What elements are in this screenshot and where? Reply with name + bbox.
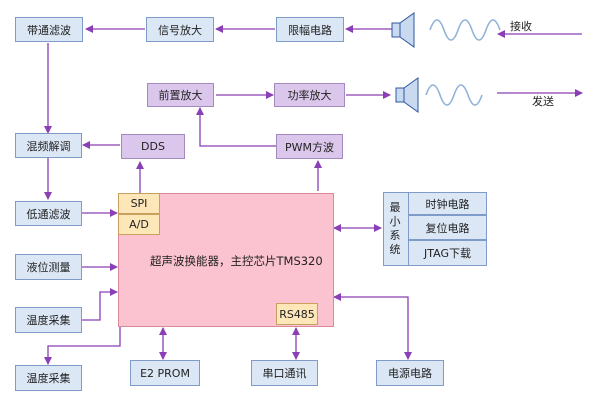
- preamp-box: 前置放大: [147, 83, 214, 107]
- mcu-title: 超声波换能器，主控芯片TMS320: [150, 254, 323, 268]
- limiter-circuit-box: 限幅电路: [276, 17, 344, 42]
- ad-port: A/D: [118, 214, 160, 235]
- rs485-label: RS485: [279, 307, 315, 321]
- bandpass-filter-label: 带通滤波: [27, 23, 71, 37]
- send-label: 发送: [532, 95, 554, 108]
- limiter-circuit-label: 限幅电路: [288, 23, 332, 37]
- serial-comm-label: 串口通讯: [262, 367, 307, 380]
- reset-circuit-box: 复位电路: [408, 215, 487, 240]
- rs485-port: RS485: [276, 303, 318, 325]
- clock-circuit-box: 时钟电路: [408, 192, 487, 215]
- arrow-mcu-to-temp-b: [44, 323, 121, 365]
- lowpass-filter-label: 低通滤波: [26, 207, 71, 221]
- spi-label: SPI: [130, 197, 148, 210]
- signal-amplifier-label: 信号放大: [158, 23, 202, 37]
- temp-collect-label-2: 温度采集: [26, 372, 71, 385]
- pwm-box: PWM方波: [276, 134, 343, 159]
- power-circuit-label: 电源电路: [388, 367, 432, 380]
- receive-speaker-icon: [391, 12, 415, 48]
- min-system-label: 最小系统: [389, 201, 401, 256]
- spi-port: SPI: [118, 193, 160, 214]
- jtag-download-label: JTAG下载: [424, 247, 471, 260]
- temp-collect-label: 温度采集: [26, 314, 71, 327]
- receive-label: 接收: [510, 20, 532, 33]
- pwm-label: PWM方波: [284, 140, 334, 154]
- dds-box: DDS: [121, 134, 185, 159]
- bandpass-filter-box: 带通滤波: [15, 17, 83, 42]
- arrow-mcu-power: [333, 293, 412, 360]
- mixer-demod-label: 混频解调: [26, 139, 71, 153]
- receive-wave-icon: [429, 19, 501, 41]
- dds-label: DDS: [141, 140, 165, 153]
- power-circuit-box: 电源电路: [376, 360, 444, 386]
- jtag-download-box: JTAG下载: [408, 240, 487, 266]
- transmit-wave-icon: [425, 84, 483, 106]
- e2prom-label: E2 PROM: [140, 366, 190, 380]
- level-measure-box: 液位测量: [15, 254, 82, 280]
- preamp-label: 前置放大: [158, 89, 203, 102]
- power-amp-label: 功率放大: [287, 89, 332, 102]
- level-measure-label: 液位测量: [26, 261, 71, 274]
- temp-collect-box-2: 温度采集: [15, 365, 82, 391]
- serial-comm-box: 串口通讯: [251, 360, 318, 386]
- power-amp-box: 功率放大: [274, 83, 345, 107]
- transmit-speaker-icon: [395, 77, 419, 113]
- lowpass-filter-box: 低通滤波: [15, 201, 82, 226]
- clock-circuit-label: 时钟电路: [425, 197, 470, 211]
- mixer-demod-box: 混频解调: [15, 133, 82, 158]
- reset-circuit-label: 复位电路: [425, 221, 470, 235]
- temp-collect-box: 温度采集: [15, 307, 82, 333]
- ad-label: A/D: [129, 218, 149, 231]
- signal-amplifier-box: 信号放大: [146, 17, 214, 42]
- arrow-temp-to-mcu: [82, 288, 118, 321]
- e2prom-box: E2 PROM: [130, 360, 200, 386]
